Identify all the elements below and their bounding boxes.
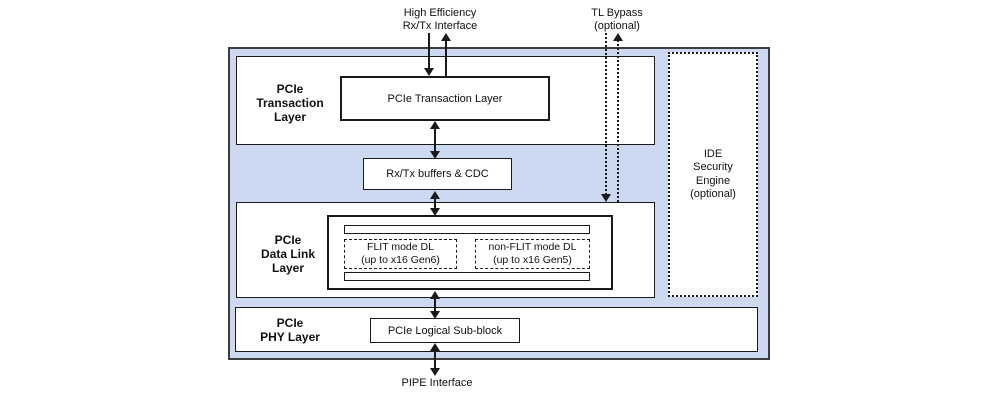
arrow-shaft: [434, 198, 436, 209]
arrowhead-up-icon: [441, 33, 451, 41]
pcie-logical-subblock-box: PCIe Logical Sub-block: [370, 318, 520, 343]
data-link-top-bar: [344, 225, 590, 234]
flit-mode-dl-box: FLIT mode DL (up to x16 Gen6): [344, 239, 457, 269]
arrowhead-down-icon: [430, 311, 440, 319]
flit-mode-dl-label: FLIT mode DL (up to x16 Gen6): [361, 241, 440, 266]
data-link-container-box: FLIT mode DL (up to x16 Gen6) non-FLIT m…: [327, 215, 613, 290]
transaction-layer-box-label: PCIe Transaction Layer: [387, 92, 503, 105]
arrowhead-up-icon: [613, 33, 623, 41]
cdc-to-datalink-arrow: [430, 191, 440, 216]
ide-security-engine-label: IDE Security Engine (optional): [690, 147, 736, 201]
arrowhead-up-icon: [430, 121, 440, 129]
tl-bypass-down-arrow: [601, 33, 611, 202]
arrow-shaft: [434, 128, 436, 152]
data-link-layer-section-label: PCIe Data Link Layer: [260, 233, 315, 275]
rxtx-buffers-cdc-box: Rx/Tx buffers & CDC: [363, 158, 512, 190]
arrowhead-up-icon: [430, 291, 440, 299]
arrow-shaft: [445, 40, 447, 77]
arrow-shaft: [434, 350, 436, 369]
ide-security-engine-box: IDE Security Engine (optional): [668, 52, 758, 297]
rx-interface-down-arrow: [424, 33, 434, 76]
high-efficiency-interface-label: High Efficiency Rx/Tx Interface: [402, 7, 478, 32]
data-link-bottom-bar: [344, 272, 590, 281]
arrowhead-down-icon: [430, 368, 440, 376]
arrowhead-down-icon: [424, 68, 434, 76]
rxtx-buffers-cdc-label: Rx/Tx buffers & CDC: [386, 168, 489, 180]
arrow-shaft: [434, 298, 436, 312]
arrowhead-down-icon: [430, 151, 440, 159]
pipe-interface-label: PIPE Interface: [401, 377, 473, 389]
tl-bypass-up-arrow: [613, 33, 623, 202]
datalink-to-phy-arrow: [430, 291, 440, 319]
transaction-layer-section-label: PCIe Transaction Layer: [256, 82, 324, 124]
dotted-arrow-shaft: [617, 40, 619, 202]
dotted-arrow-shaft: [605, 33, 607, 195]
non-flit-mode-dl-box: non-FLIT mode DL (up to x16 Gen5): [475, 239, 590, 269]
phy-to-pipe-arrow: [430, 343, 440, 376]
arrow-shaft: [428, 33, 430, 69]
non-flit-mode-dl-label: non-FLIT mode DL (up to x16 Gen5): [488, 241, 577, 266]
arrowhead-up-icon: [430, 343, 440, 351]
arrowhead-down-icon: [601, 194, 611, 202]
phy-layer-section-label: PCIe PHY Layer: [260, 316, 320, 344]
arrowhead-up-icon: [430, 191, 440, 199]
pcie-logical-subblock-label: PCIe Logical Sub-block: [387, 324, 503, 337]
tx-interface-up-arrow: [441, 33, 451, 77]
transaction-to-cdc-arrow: [430, 121, 440, 159]
tl-bypass-label: TL Bypass (optional): [591, 7, 643, 32]
arrowhead-down-icon: [430, 208, 440, 216]
transaction-layer-box: PCIe Transaction Layer: [340, 76, 550, 121]
